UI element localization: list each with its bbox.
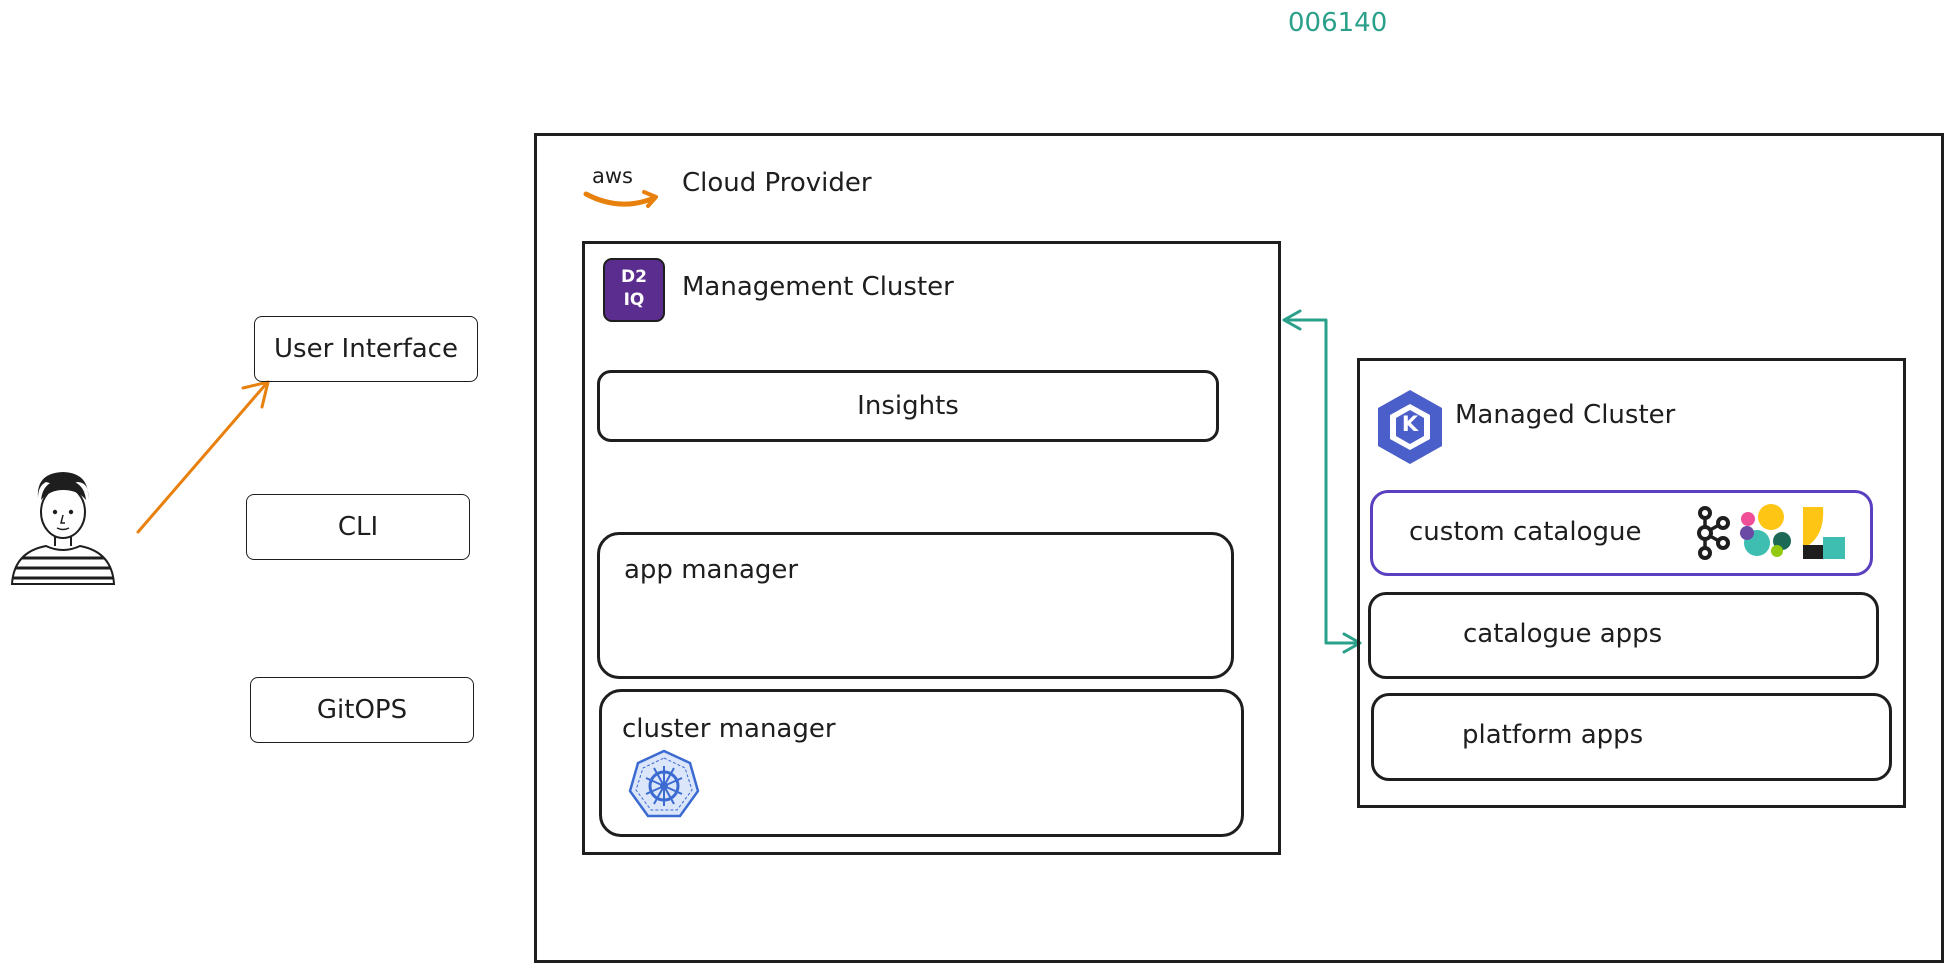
user-interface-label: User Interface [274, 334, 458, 364]
insights-box[interactable]: Insights [597, 370, 1219, 442]
elastic-logo-icon [1740, 504, 1791, 557]
managed-cluster-title: Managed Cluster [1455, 400, 1676, 430]
kafka-logo-icon [1697, 506, 1730, 560]
insights-label: Insights [857, 391, 959, 421]
person-avatar-icon [10, 472, 116, 585]
diagram-id: 006140 [1288, 8, 1388, 38]
cluster-manager-label: cluster manager [622, 714, 836, 744]
kommander-logo-icon [1378, 390, 1442, 464]
kibana-logo-icon [1803, 507, 1845, 559]
catalogue-apps-box[interactable]: catalogue apps [1368, 592, 1879, 679]
gitops-box[interactable]: GitOPS [250, 677, 474, 743]
kubernetes-helm-icon [628, 749, 700, 818]
custom-catalogue-box[interactable]: custom catalogue [1370, 490, 1873, 576]
cli-label: CLI [337, 512, 379, 542]
cloud-provider-title: Cloud Provider [682, 168, 872, 198]
cluster-manager-box[interactable]: cluster manager [599, 689, 1244, 837]
cli-box[interactable]: CLI [246, 494, 470, 560]
app-manager-box[interactable]: app manager [597, 532, 1234, 679]
custom-catalogue-label: custom catalogue [1409, 517, 1642, 547]
app-manager-label: app manager [624, 555, 799, 585]
platform-apps-box[interactable]: platform apps [1371, 693, 1892, 781]
managed-cluster-box [1357, 358, 1906, 808]
cloud-provider-box [534, 133, 1944, 963]
management-cluster-title: Management Cluster [682, 272, 954, 302]
management-cluster-box [582, 241, 1281, 855]
gitops-label: GitOPS [316, 695, 408, 725]
kommander-logo-letter: K [1401, 412, 1419, 436]
platform-apps-label: platform apps [1462, 720, 1644, 750]
catalogue-apps-label: catalogue apps [1463, 619, 1663, 649]
user-interface-box[interactable]: User Interface [254, 316, 478, 382]
aws-logo-icon: aws [583, 164, 666, 214]
d2iq-logo-icon: D2 IQ [603, 258, 665, 322]
